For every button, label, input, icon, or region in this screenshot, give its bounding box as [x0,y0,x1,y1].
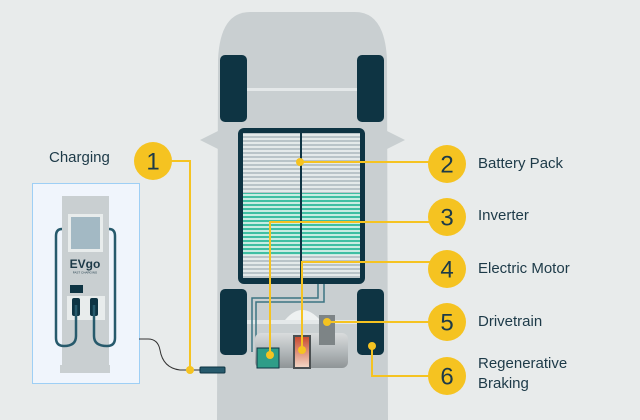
callout-number: 3 [440,205,453,232]
callout-number: 6 [440,364,453,391]
callout-2: 2 [428,145,466,183]
evgo-logo: EVgo [70,257,101,271]
callout-1: 1 [134,142,172,180]
callout-dots [186,158,376,374]
callout-number: 2 [440,152,453,179]
label-drivetrain: Drivetrain [478,313,543,330]
label-battery-pack: Battery Pack [478,155,564,172]
logo-subtitle: FAST CHARGING [73,271,98,275]
battery-pack [238,128,365,284]
label-regenerative-braking: Regenerative Braking [478,355,568,392]
charging-plug [199,366,226,374]
label-electric-motor: Electric Motor [478,260,570,277]
callout-6: 6 [428,357,466,395]
wheels [220,55,384,355]
callout-number: 4 [440,257,453,284]
callout-lines [170,160,430,377]
callout-4: 4 [428,250,466,288]
callout-number: 5 [440,310,453,337]
wiring [251,284,325,352]
label-inverter: Inverter [478,207,529,224]
label-charging: Charging [49,149,110,166]
charging-cable [139,338,200,371]
callout-number: 1 [146,149,159,176]
callout-3: 3 [428,198,466,236]
callout-5: 5 [428,303,466,341]
charger-station: EVgo FAST CHARGING [32,183,140,384]
